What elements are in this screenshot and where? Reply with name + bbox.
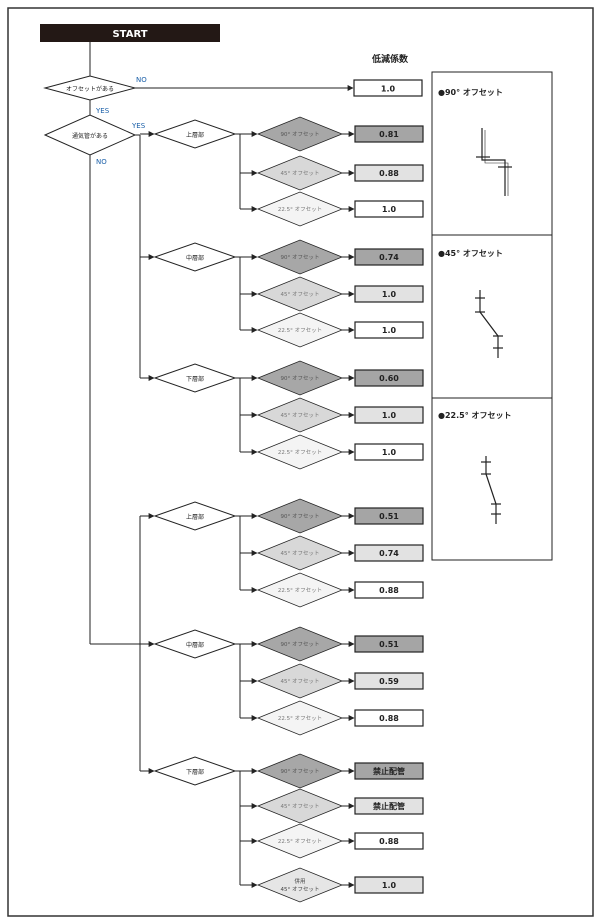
no-label-2: NO xyxy=(96,158,107,166)
offset-label: 45° オフセット xyxy=(281,678,320,685)
floor-label: 上層部 xyxy=(186,513,204,521)
offset-label: 90° オフセット xyxy=(281,375,320,382)
value-label: 1.0 xyxy=(382,326,397,335)
yes-label-1: YES xyxy=(95,107,110,115)
offset-label: 22.5° オフセット xyxy=(278,327,322,334)
value-box xyxy=(354,125,424,143)
value-box xyxy=(354,797,424,815)
value-label: 0.81 xyxy=(379,130,399,139)
offset-label: 45° オフセット xyxy=(281,550,320,557)
value-label: 1.0 xyxy=(382,448,397,457)
pipe-22-sketch xyxy=(481,456,501,524)
floor-label: 下層部 xyxy=(186,375,204,383)
offset-label: 90° オフセット xyxy=(281,254,320,261)
value-box xyxy=(354,709,424,727)
value-label: 0.74 xyxy=(379,253,399,262)
value-box xyxy=(354,369,424,387)
offset-label: 併用 xyxy=(294,877,305,885)
value-label: 1.0 xyxy=(382,881,397,890)
value-label: 禁止配管 xyxy=(372,766,405,776)
offset-label: 45° オフセット xyxy=(281,170,320,177)
no-offset-value: 1.0 xyxy=(381,85,396,94)
offset-label: 22.5° オフセット xyxy=(278,206,322,213)
offset-label: 22.5° オフセット xyxy=(278,838,322,845)
legend-frame xyxy=(431,71,553,561)
offset-label: 45° オフセット xyxy=(281,291,320,298)
offset-label: 90° オフセット xyxy=(281,768,320,775)
value-box xyxy=(354,406,424,424)
value-box xyxy=(354,672,424,690)
value-label: 0.60 xyxy=(379,374,399,383)
value-box xyxy=(354,876,424,894)
value-box xyxy=(354,635,424,653)
value-label: 禁止配管 xyxy=(372,801,405,811)
value-box xyxy=(354,762,424,780)
value-box xyxy=(354,832,424,850)
value-label: 0.74 xyxy=(379,549,399,558)
pipe-45-sketch xyxy=(475,290,503,358)
offset-label: 22.5° オフセット xyxy=(278,715,322,722)
value-label: 0.88 xyxy=(379,169,399,178)
offset-label: 45° オフセット xyxy=(281,412,320,419)
start-label: START xyxy=(112,29,147,40)
offset-label: 45° オフセット xyxy=(281,803,320,810)
offset-label: 45° オフセット xyxy=(281,886,320,893)
value-label: 0.51 xyxy=(379,640,399,649)
value-label: 0.88 xyxy=(379,714,399,723)
value-box xyxy=(354,285,424,303)
value-label: 1.0 xyxy=(382,290,397,299)
offset-label: 90° オフセット xyxy=(281,641,320,648)
value-label: 0.59 xyxy=(379,677,399,686)
pipe-90-sketch xyxy=(476,128,512,196)
value-box xyxy=(354,164,424,182)
floor-label: 中層部 xyxy=(186,641,204,649)
no-label-1: NO xyxy=(136,76,147,84)
yes-label-2: YES xyxy=(131,122,146,130)
value-label: 0.51 xyxy=(379,512,399,521)
legend-22-title: ●22.5° オフセット xyxy=(438,411,512,420)
value-label: 0.88 xyxy=(379,837,399,846)
column-header: 低減係数 xyxy=(371,53,409,65)
offset-label: 90° オフセット xyxy=(281,513,320,520)
legend-90-title: ●90° オフセット xyxy=(438,88,503,97)
value-box xyxy=(354,200,424,218)
floor-label: 中層部 xyxy=(186,254,204,262)
vent-question-label: 通気管がある xyxy=(72,132,108,140)
value-box xyxy=(354,443,424,461)
value-box xyxy=(354,321,424,339)
page-frame xyxy=(7,7,594,917)
floor-label: 上層部 xyxy=(186,131,204,139)
value-box xyxy=(354,544,424,562)
value-box xyxy=(354,581,424,599)
floor-label: 下層部 xyxy=(186,768,204,776)
offset-question-label: オフセットがある xyxy=(66,85,114,93)
value-label: 1.0 xyxy=(382,205,397,214)
no-offset-value-box xyxy=(353,79,423,97)
start-box xyxy=(40,24,220,42)
value-label: 1.0 xyxy=(382,411,397,420)
value-label: 0.88 xyxy=(379,586,399,595)
legend-45-title: ●45° オフセット xyxy=(438,249,503,258)
offset-label: 22.5° オフセット xyxy=(278,449,322,456)
offset-diamond xyxy=(256,867,344,903)
flow-sections: 上層部 90° オフセット 0.81 45° オフセット 0.88 22.5° オフセット… xyxy=(89,116,424,903)
offset-label: 22.5° オフセット xyxy=(278,587,322,594)
value-box xyxy=(354,507,424,525)
value-box xyxy=(354,248,424,266)
offset-label: 90° オフセット xyxy=(281,131,320,138)
